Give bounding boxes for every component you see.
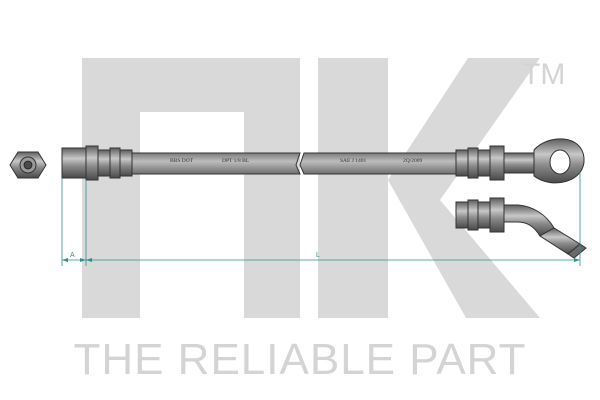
hose-segment-left — [131, 152, 301, 175]
left-fitting — [61, 145, 133, 181]
fitting-end-view — [9, 151, 47, 179]
banjo-eye-fitting — [533, 138, 585, 184]
hose-marking-sae: SAE J 1401 — [340, 158, 367, 164]
dimension-arrows — [62, 258, 580, 262]
angled-fitting-side-view — [455, 197, 587, 259]
hose-marking-dpt: DPT 1/8 BL — [222, 158, 250, 164]
brand-tagline: THE RELIABLE PART — [73, 335, 527, 384]
dimension-a-label: A — [70, 252, 75, 259]
right-fitting — [455, 145, 535, 181]
hose-segment-right — [299, 152, 457, 175]
trademark-symbol: TM — [522, 58, 565, 91]
hose-marking-bbs-dot: BBS DOT — [170, 158, 194, 164]
dimension-l-label: L — [316, 252, 320, 259]
logo-letter-k-arms — [388, 58, 540, 318]
logo-letter-n — [82, 58, 300, 318]
hose-marking-date: 2Q/2009 — [403, 158, 423, 164]
logo-letter-k-stem — [318, 58, 388, 318]
